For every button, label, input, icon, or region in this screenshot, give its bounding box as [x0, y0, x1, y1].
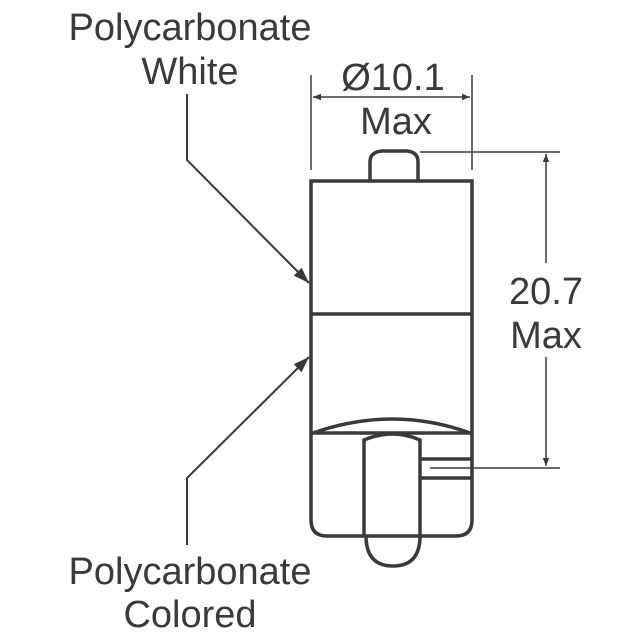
- height-value: 20.7: [509, 271, 583, 313]
- leader-colored: [186, 356, 310, 545]
- lamp-body: [309, 149, 474, 568]
- height-note: Max: [510, 315, 582, 357]
- diameter-dimension: [310, 75, 473, 170]
- height-dimension: [420, 151, 560, 469]
- label-white-line1: Polycarbonate: [69, 7, 312, 49]
- diameter-value: Ø10.1: [341, 57, 445, 99]
- diameter-note: Max: [360, 101, 432, 143]
- label-colored-line1: Polycarbonate: [69, 551, 312, 593]
- leader-white: [186, 94, 310, 284]
- label-white-line2: White: [141, 51, 238, 93]
- label-colored-line2: Colored: [123, 594, 256, 636]
